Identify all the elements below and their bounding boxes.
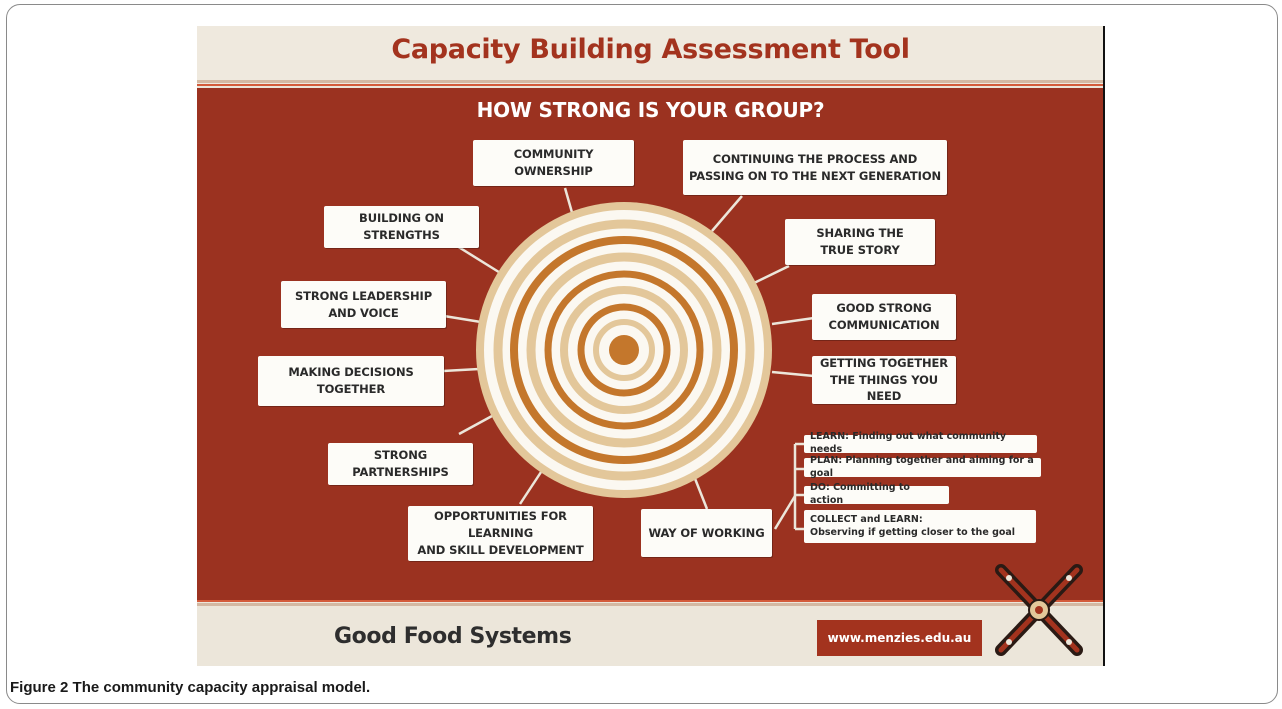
ring-2 bbox=[510, 236, 738, 464]
figure-caption: Figure 2 The community capacity appraisa… bbox=[10, 679, 370, 696]
poster-title: Capacity Building Assessment Tool bbox=[391, 34, 910, 65]
connector-steps bbox=[773, 495, 797, 530]
top-stripe-accent bbox=[197, 84, 1104, 86]
label-strong-partnerships: STRONG PARTNERSHIPS bbox=[328, 443, 473, 485]
label-continuing-the-process: CONTINUING THE PROCESS AND PASSING ON TO… bbox=[683, 140, 947, 195]
connector-decisions bbox=[442, 367, 480, 373]
connector-communication bbox=[771, 316, 815, 326]
step-collect-and-learn: COLLECT and LEARN: Observing if getting … bbox=[804, 510, 1036, 543]
ring-5 bbox=[560, 286, 688, 414]
connector-lines bbox=[442, 187, 815, 531]
diagram-graphics bbox=[442, 187, 1083, 656]
label-opportunities-for-learning: OPPORTUNITIES FOR LEARNING AND SKILL DEV… bbox=[408, 506, 593, 561]
label-building-on-strengths: BUILDING ON STRENGTHS bbox=[324, 206, 479, 248]
poster-question: HOW STRONG IS YOUR GROUP? bbox=[476, 98, 825, 122]
top-stripe bbox=[197, 80, 1104, 83]
connector-community-ownership bbox=[563, 187, 575, 217]
poster: Capacity Building Assessment Tool HOW ST… bbox=[197, 26, 1104, 666]
label-strong-leadership: STRONG LEADERSHIP AND VOICE bbox=[281, 281, 446, 328]
header-band bbox=[197, 26, 1104, 86]
target-circle bbox=[476, 202, 772, 498]
connector-continuing bbox=[711, 195, 743, 232]
footer-title: Good Food Systems bbox=[334, 624, 572, 649]
connector-partnerships bbox=[458, 414, 493, 436]
ring-1 bbox=[493, 219, 755, 481]
ring-3 bbox=[526, 252, 722, 448]
label-getting-together: GETTING TOGETHER THE THINGS YOU NEED bbox=[812, 356, 956, 404]
step-do: DO: Committing to action bbox=[804, 482, 949, 506]
caption-text: The community capacity appraisal model. bbox=[68, 679, 371, 696]
website-url: www.menzies.edu.au bbox=[817, 620, 982, 656]
ring-6 bbox=[577, 303, 671, 397]
center-dot bbox=[609, 335, 639, 365]
bottom-stripe bbox=[197, 603, 1104, 606]
crossed-boomerangs-logo bbox=[995, 564, 1083, 656]
connector-sharing bbox=[751, 264, 790, 286]
ring-4 bbox=[544, 270, 704, 430]
label-making-decisions-together: MAKING DECISIONS TOGETHER bbox=[258, 356, 444, 406]
connector-building bbox=[456, 244, 503, 276]
label-sharing-the-true-story: SHARING THE TRUE STORY bbox=[785, 219, 935, 265]
label-good-strong-communication: GOOD STRONG COMMUNICATION bbox=[812, 294, 956, 340]
caption-label: Figure 2 bbox=[10, 679, 69, 696]
label-way-of-working: WAY OF WORKING bbox=[641, 509, 772, 557]
ring-7 bbox=[593, 319, 655, 381]
connector-getting bbox=[771, 370, 815, 378]
poster-edge-line bbox=[1103, 26, 1105, 666]
step-plan: PLAN: Planning together and aiming for a… bbox=[804, 455, 1041, 479]
step-learn: LEARN: Finding out what community needs bbox=[804, 431, 1037, 455]
bottom-stripe-accent bbox=[197, 600, 1104, 602]
label-community-ownership: COMMUNITY OWNERSHIP bbox=[473, 140, 634, 186]
